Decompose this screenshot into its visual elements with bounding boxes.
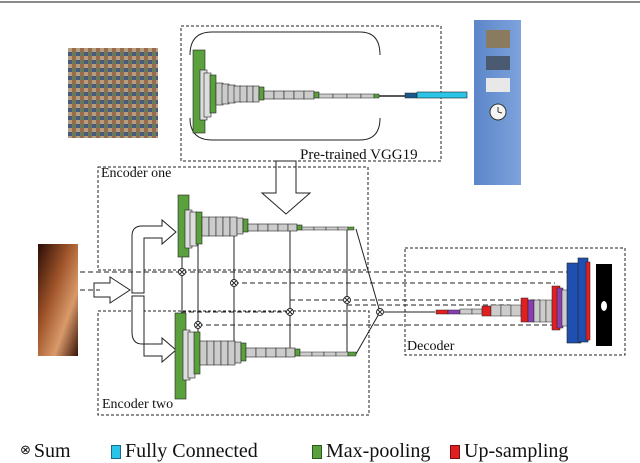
encoder-two-label: Encoder two: [102, 397, 174, 412]
legend-mp-label: Max-pooling: [326, 440, 431, 462]
sample-images: [486, 30, 510, 121]
legend-sum: ⊗Sum: [20, 440, 71, 463]
legend-sum-label: Sum: [33, 440, 71, 462]
decoder-layers: [435, 257, 591, 344]
legend-up-sampling: Up-sampling: [450, 440, 568, 463]
legend-fc-label: Fully Connected: [125, 440, 258, 462]
decoder-box: [404, 247, 626, 356]
vgg-to-encoder-arrow: [260, 160, 312, 215]
fully-connected-swatch-icon: [111, 445, 121, 459]
encoder-one-layers: [177, 194, 355, 258]
input-image: [38, 244, 78, 356]
vgg-bracket: [189, 31, 381, 141]
sum-nodes: [178, 268, 384, 329]
encoder-two-layers: [174, 312, 357, 400]
skip-connections: [80, 228, 580, 355]
legend-fully-connected: Fully Connected: [111, 440, 258, 463]
up-sampling-swatch-icon: [450, 445, 460, 459]
split-arrow-up: [131, 218, 177, 294]
encoder-one-box: [97, 166, 369, 271]
imagenet-mosaic: [68, 48, 158, 138]
sum-icon: ⊗: [20, 442, 31, 457]
decoder-label: Decoder: [407, 339, 455, 354]
legend-up-label: Up-sampling: [464, 440, 569, 462]
vgg-label: Pre-trained VGG19: [300, 147, 418, 163]
encoder-one-label: Encoder one: [101, 166, 172, 181]
legend-max-pooling: Max-pooling: [312, 440, 430, 463]
max-pooling-swatch-icon: [312, 445, 322, 459]
input-arrow: [93, 276, 131, 304]
split-arrow-down: [131, 295, 177, 364]
vgg-layers: [192, 49, 468, 134]
